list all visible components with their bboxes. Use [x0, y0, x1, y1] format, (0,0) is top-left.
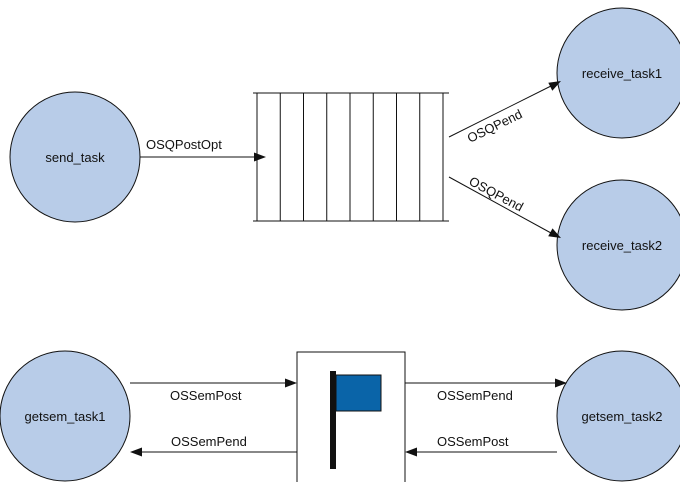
edge-task2-ossempend-arrowhead: [555, 378, 567, 388]
edge-task1-ossempost-arrowhead: [285, 378, 297, 388]
receive-task2-node: receive_task2: [556, 179, 680, 311]
getsem-task2-label: getsem_task2: [582, 409, 663, 424]
getsem-task1-label: getsem_task1: [25, 409, 106, 424]
edge-osqpend-1-line: [448, 85, 552, 138]
edge-osqpend-1-label: OSQPend: [465, 106, 525, 145]
getsem-task1-node: getsem_task1: [0, 350, 131, 482]
edge-osqpostopt-arrowhead: [254, 152, 266, 162]
edge-task1-ossempend-label: OSSemPend: [171, 434, 247, 449]
edge-osqpend-1-arrowhead: [548, 81, 561, 91]
flag-icon: [330, 371, 382, 469]
edge-task1-ossempost: OSSemPost: [130, 378, 297, 403]
getsem-task2-node: getsem_task2: [556, 350, 680, 482]
edge-task2-ossempost: OSSemPost: [405, 434, 557, 457]
getsem-task2-circle: [556, 350, 680, 482]
edge-task2-ossempend: OSSemPend: [405, 378, 567, 403]
receive-task2-label: receive_task2: [582, 238, 662, 253]
getsem-task1-circle: [0, 350, 131, 482]
edge-osqpend-2-arrowhead: [548, 228, 561, 238]
receive-task1-node: receive_task1: [556, 7, 680, 139]
receive-task1-label: receive_task1: [582, 66, 662, 81]
send-task-node: send_task: [9, 91, 141, 223]
edge-osqpostopt-label: OSQPostOpt: [146, 137, 222, 152]
edge-osqpend-2: OSQPend: [448, 173, 561, 238]
edge-task1-ossempost-label: OSSemPost: [170, 388, 242, 403]
message-queue: [253, 92, 449, 222]
edge-osqpend-2-line: [448, 176, 552, 234]
flag-cloth: [335, 374, 382, 412]
edge-osqpend-1: OSQPend: [448, 81, 561, 146]
edge-task2-ossempost-arrowhead: [405, 447, 417, 457]
edge-osqpostopt: OSQPostOpt: [140, 137, 266, 162]
edge-osqpend-2-label: OSQPend: [467, 173, 526, 214]
send-task-label: send_task: [45, 150, 105, 165]
edge-task2-ossempend-label: OSSemPend: [437, 388, 513, 403]
flag-pole: [330, 371, 336, 469]
receive-task2-circle: [556, 179, 680, 311]
edge-task1-ossempend: OSSemPend: [130, 434, 297, 457]
semaphore-box: [296, 351, 406, 482]
edge-task1-ossempend-arrowhead: [130, 447, 142, 457]
semaphore-box-outline: [296, 351, 406, 482]
edge-task2-ossempost-label: OSSemPost: [437, 434, 509, 449]
receive-task1-circle: [556, 7, 680, 139]
